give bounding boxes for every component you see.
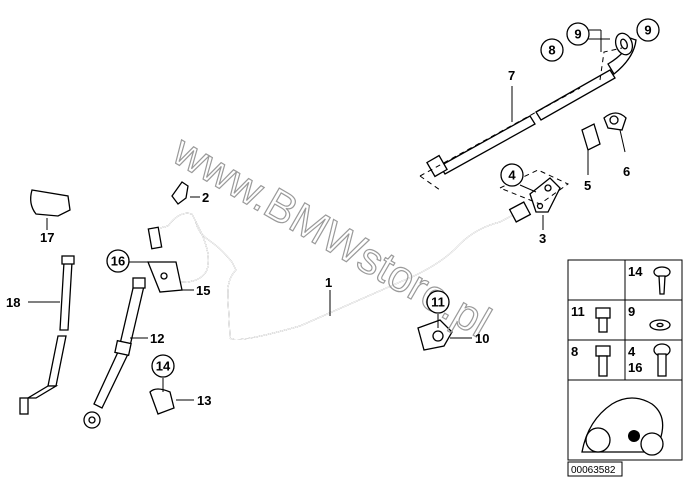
clamp-6[interactable] (603, 112, 627, 131)
drawing-code-box (567, 461, 623, 477)
legend-label-16: 16 (628, 360, 642, 375)
bracket-15-hole (160, 272, 168, 280)
callout-4[interactable]: 4 (500, 163, 524, 187)
callout-3[interactable]: 3 (539, 231, 546, 246)
hose-12[interactable] (83, 277, 146, 429)
bracket-3[interactable] (529, 177, 561, 213)
bracket-outline (498, 169, 569, 205)
callout-7[interactable]: 7 (508, 68, 515, 83)
bolt-4-16-icon (653, 343, 671, 377)
callout-8[interactable]: 8 (540, 38, 564, 62)
svg-text:8: 8 (548, 43, 555, 58)
svg-text:4: 4 (508, 168, 516, 183)
watermark: www.BMWstore.pl (164, 126, 498, 347)
svg-text:14: 14 (156, 359, 171, 374)
hose-18[interactable] (19, 255, 75, 415)
callout-14[interactable]: 14 (151, 354, 175, 378)
screw-14-icon (653, 266, 671, 295)
callout-12[interactable]: 12 (150, 331, 164, 346)
svg-text:16: 16 (111, 254, 125, 269)
clamp-10[interactable] (417, 319, 453, 351)
drawing-code: 00063582 (571, 465, 616, 476)
callout-9-left[interactable]: 9 (566, 22, 590, 46)
leader-lines (28, 29, 626, 401)
clip-2[interactable] (171, 181, 189, 205)
callout-2[interactable]: 2 (202, 190, 209, 205)
brake-line-1[interactable] (147, 201, 532, 340)
callout-17[interactable]: 17 (40, 230, 54, 245)
motorcycle-location-icon (581, 397, 664, 456)
legend-label-8: 8 (571, 344, 578, 359)
clip-13[interactable] (149, 388, 175, 415)
hose-7[interactable] (426, 31, 637, 178)
callout-10[interactable]: 10 (475, 331, 489, 346)
callout-1[interactable]: 1 (325, 275, 332, 290)
legend-label-14: 14 (628, 264, 643, 279)
callout-9-right[interactable]: 9 (636, 18, 660, 42)
legend-label-11: 11 (571, 304, 585, 319)
callout-16[interactable]: 16 (106, 249, 130, 273)
legend-panel: 14 11 9 8 4 16 (567, 259, 683, 461)
callout-5[interactable]: 5 (584, 178, 591, 193)
hose-7-assembly-outline (419, 47, 623, 191)
legend-label-4: 4 (628, 344, 636, 359)
washer-9-icon (649, 319, 671, 331)
svg-text:9: 9 (574, 27, 581, 42)
callout-11[interactable]: 11 (426, 290, 450, 314)
callout-18[interactable]: 18 (6, 295, 20, 310)
callout-6[interactable]: 6 (623, 164, 630, 179)
grommet-17[interactable] (30, 189, 71, 217)
svg-text:9: 9 (644, 23, 651, 38)
bolt-11-icon (595, 307, 611, 333)
callout-15[interactable]: 15 (196, 283, 210, 298)
callout-13[interactable]: 13 (197, 393, 211, 408)
clip-5[interactable] (581, 123, 601, 151)
svg-text:11: 11 (431, 295, 445, 310)
bolt-8-icon (595, 345, 611, 377)
legend-label-9: 9 (628, 304, 635, 319)
